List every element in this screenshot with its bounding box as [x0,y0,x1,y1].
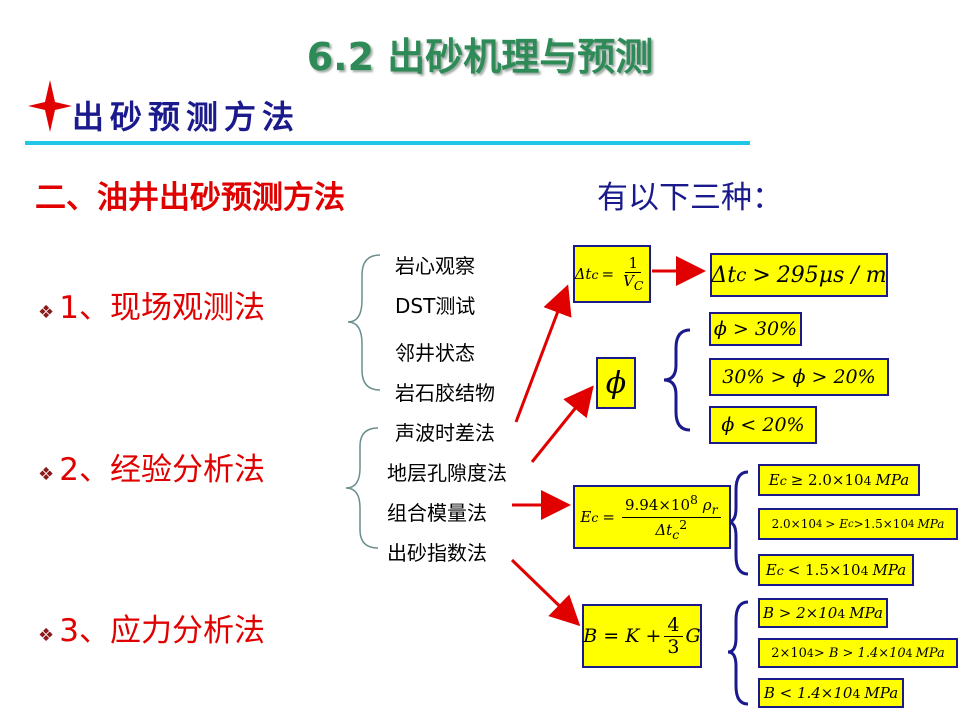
brace-porosity [663,328,691,432]
list-item: 组合模量法 [387,501,487,525]
brace-empirical [345,427,379,549]
arrow-acoustic [514,284,572,423]
star-icon [28,80,72,132]
slide-title: 6.2 出砂机理与预测 [306,35,654,79]
method-label: 3、应力分析法 [59,613,265,649]
diamond-bullet-icon: ❖ [38,302,55,323]
method-empirical: ❖ 2、经验分析法 [38,444,265,489]
section-subtitle: 出砂预测方法 [72,98,301,136]
title-divider [25,141,750,145]
diamond-bullet-icon: ❖ [38,625,55,646]
list-item: DST测试 [395,294,476,318]
result-porosity: ϕ > 30% [709,312,802,346]
list-item: 地层孔隙度法 [387,461,507,485]
list-item: 出砂指数法 [387,541,487,565]
list-item: 岩石胶结物 [395,381,495,405]
arrow-sand-index [510,558,581,627]
method-label: 2、经验分析法 [59,452,265,488]
brace-sand-index [727,600,749,706]
method-stress: ❖ 3、应力分析法 [38,605,265,650]
formula-porosity: ϕ [596,357,636,409]
list-item: 声波时差法 [395,421,495,445]
list-item: 岩心观察 [395,254,475,278]
arrow-porosity [530,385,594,463]
method-label: 1、现场观测法 [59,290,265,326]
heading-methods: 二、油井出砂预测方法 [35,180,345,216]
brace-field [347,254,381,391]
method-field: ❖ 1、现场观测法 [38,282,265,327]
heading-three-kinds: 有以下三种： [597,180,783,216]
brace-modulus [727,470,749,576]
result-porosity: ϕ < 20% [709,406,817,444]
result-porosity: 30% > ϕ > 20% [709,358,889,396]
list-item: 邻井状态 [395,341,475,365]
diamond-bullet-icon: ❖ [38,464,55,485]
formula-sand-index: B = K + 4 3 G [582,604,702,668]
